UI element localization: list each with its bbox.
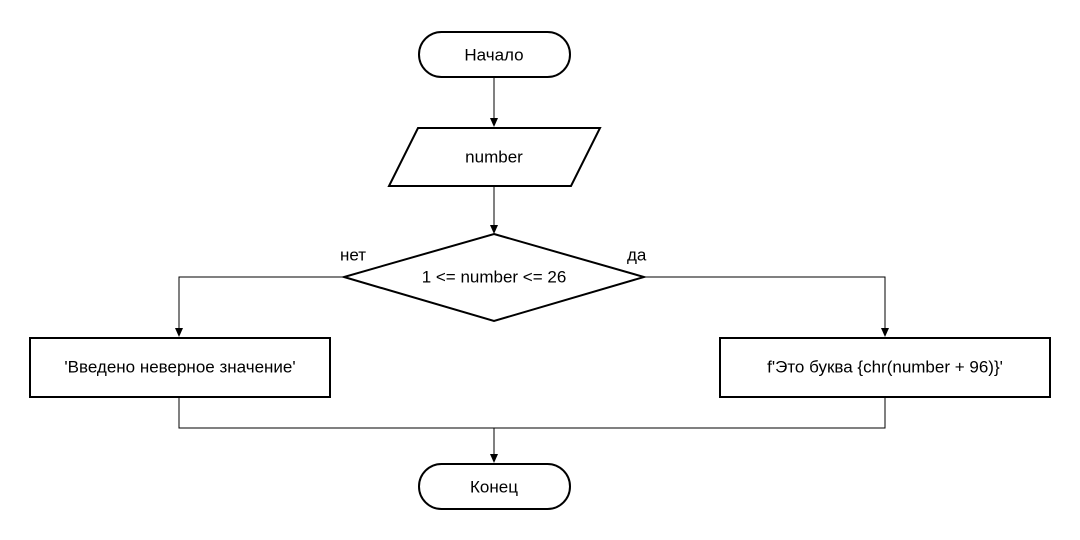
end-terminator-shape — [418, 463, 571, 510]
output-yes-box — [719, 337, 1051, 398]
input-node: number — [387, 127, 602, 187]
connector-merge — [178, 398, 886, 429]
connector-yes-branch — [644, 276, 886, 328]
output-no-node: 'Введено неверное значение' — [29, 337, 331, 398]
end-node: Конец — [418, 463, 571, 510]
connector-no-branch — [178, 276, 344, 328]
output-yes-node: f'Это буква {chr(number + 96)}' — [719, 337, 1051, 398]
connectors — [175, 78, 889, 463]
start-label: Начало — [464, 46, 523, 65]
arrowhead-output-no — [175, 328, 183, 337]
arrowhead-decision — [490, 225, 498, 234]
start-node: Начало — [418, 31, 571, 78]
decision-diamond-shape — [340, 232, 648, 323]
arrowhead-output-yes — [881, 328, 889, 337]
branch-no-label: нет — [340, 246, 366, 265]
end-label: Конец — [470, 478, 518, 497]
decision-node: 1 <= number <= 26 — [340, 232, 648, 323]
arrowhead-end — [490, 454, 498, 463]
arrowhead-input — [490, 118, 498, 127]
input-label: number — [465, 148, 523, 167]
start-terminator-shape — [418, 31, 571, 78]
output-no-label: 'Введено неверное значение' — [64, 358, 295, 377]
decision-label: 1 <= number <= 26 — [422, 268, 567, 287]
input-parallelogram-shape — [387, 127, 602, 187]
output-no-box — [29, 337, 331, 398]
branch-yes-label: да — [627, 246, 647, 265]
output-yes-label: f'Это буква {chr(number + 96)}' — [767, 358, 1003, 377]
